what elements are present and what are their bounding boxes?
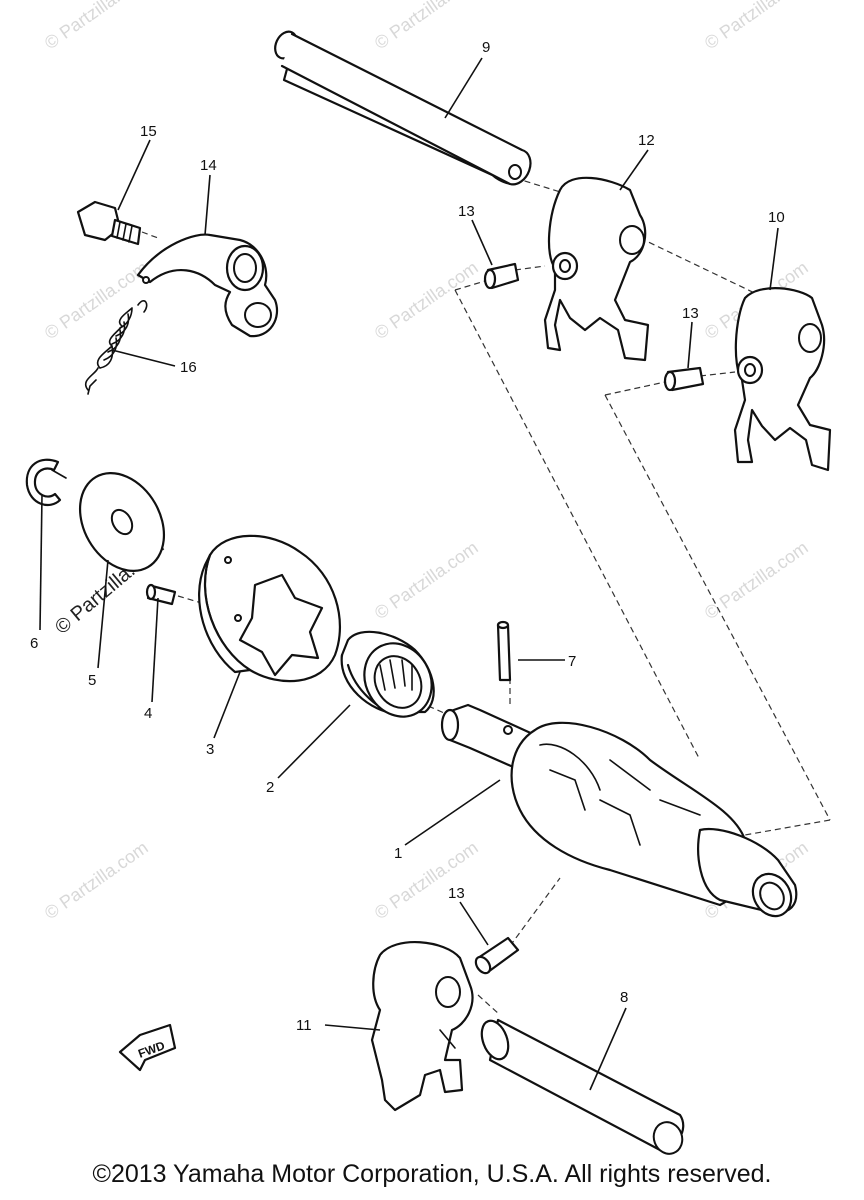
watermark: © Partzilla.com [41, 837, 152, 923]
watermark: © Partzilla.com [41, 0, 152, 53]
part-13-pin-right [663, 366, 705, 392]
part-2-bearing [340, 630, 435, 718]
assembly-guide-lines [141, 177, 831, 1016]
callout-13-right: 13 [682, 305, 699, 322]
callout-4: 4 [144, 705, 152, 722]
part-9-shift-fork-guide-bar [274, 30, 532, 186]
part-14-stopper-lever [136, 233, 278, 338]
part-7-dowel-pin [496, 620, 512, 682]
callout-6: 6 [30, 635, 38, 652]
part-13-pin-lower [474, 936, 520, 975]
callout-13-upper: 13 [458, 203, 475, 220]
part-6-circlip [25, 458, 67, 507]
callout-1: 1 [394, 845, 402, 862]
part-12-shift-fork [543, 176, 650, 362]
watermark: © Partzilla.com [371, 257, 482, 343]
callout-10: 10 [768, 209, 785, 226]
part-10-shift-fork [733, 287, 832, 472]
callout-11: 11 [296, 1017, 312, 1034]
part-5-washer [78, 472, 166, 572]
part-11-shift-fork [370, 941, 474, 1112]
part-8-shift-fork-guide-bar [480, 1018, 685, 1155]
callout-12: 12 [638, 132, 655, 149]
part-16-spring [84, 300, 148, 395]
callout-13-lower: 13 [448, 885, 465, 902]
watermark: © Partzilla.com [371, 0, 482, 53]
callout-15: 15 [140, 123, 157, 140]
part-13-pin-upper [483, 262, 520, 290]
callout-5: 5 [88, 672, 96, 689]
watermark: © Partzilla.com [41, 257, 152, 343]
part-1-shift-cam [440, 703, 798, 918]
callout-labels: 9 12 10 13 13 15 14 16 6 5 4 3 2 1 7 13 … [30, 39, 785, 1034]
watermark: © Partzilla.com [701, 537, 812, 623]
watermark: © Partzilla.com [701, 0, 812, 53]
watermark: © Partzilla.com [371, 537, 482, 623]
leader-lines [39, 57, 779, 1091]
callout-14: 14 [200, 157, 217, 174]
forward-arrow-icon: FWD [118, 1023, 177, 1072]
callout-3: 3 [206, 741, 214, 758]
copyright-notice: ©2013 Yamaha Motor Corporation, U.S.A. A… [92, 1160, 772, 1188]
callout-9: 9 [482, 39, 490, 56]
part-4-pin [145, 583, 177, 606]
callout-16: 16 [180, 359, 197, 376]
callout-8: 8 [620, 989, 628, 1006]
callout-2: 2 [266, 779, 274, 796]
part-3-segment [198, 534, 342, 683]
part-15-bolt [76, 200, 142, 246]
callout-7: 7 [568, 653, 576, 670]
